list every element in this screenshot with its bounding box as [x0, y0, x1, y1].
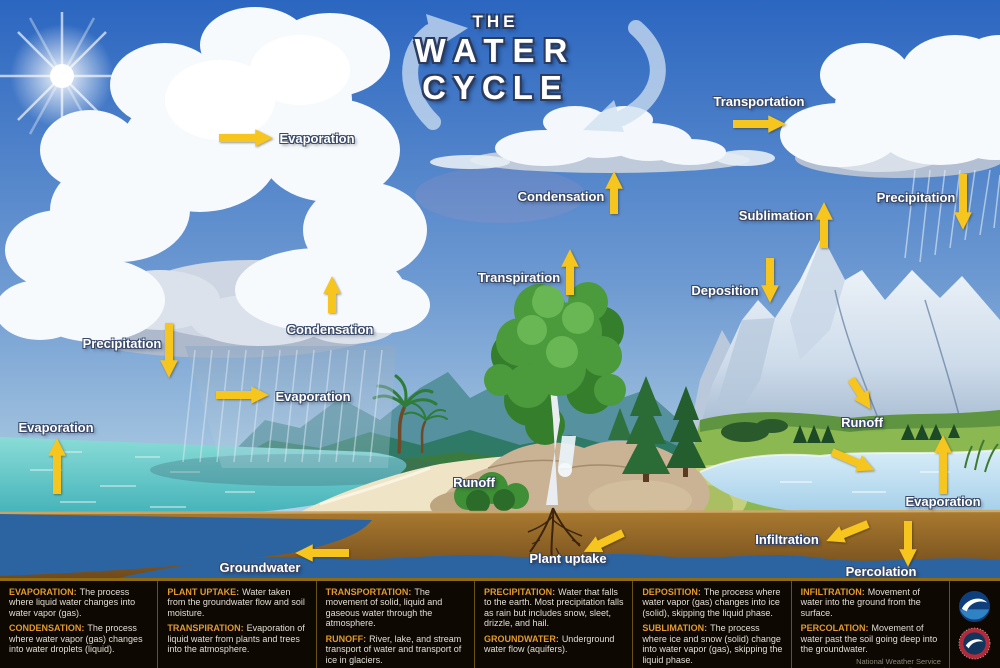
label-condensation-left: Condensation — [286, 322, 374, 337]
legend-column-6: INFILTRATION:Movement of water into the … — [790, 581, 949, 668]
definition-transpiration: TRANSPIRATION:Evaporation of liquid wate… — [167, 623, 305, 655]
label-infiltration: Infiltration — [755, 532, 819, 547]
definition-groundwater: GROUNDWATER:Underground water flow (aqui… — [483, 633, 615, 655]
center-cloud — [430, 106, 775, 173]
rainbow-haze — [415, 167, 585, 223]
label-transportation: Transportation — [713, 94, 805, 109]
label-precipitation-left: Precipitation — [82, 336, 162, 351]
definition-infiltration: INFILTRATION:Movement of water into the … — [800, 587, 921, 618]
agency-logos — [948, 581, 1000, 668]
soil-cross-section — [0, 507, 1000, 578]
label-condensation-center: Condensation — [517, 189, 605, 204]
label-evaporation-mid: Evaporation — [275, 389, 351, 404]
water-cycle-illustration — [0, 0, 1000, 578]
title-line-cycle: CYCLE — [422, 69, 569, 107]
credit-agency: National Weather Service — [856, 656, 941, 666]
definition-deposition: DEPOSITION:The process where water vapor… — [642, 587, 781, 618]
title-line-the: THE — [472, 12, 519, 31]
definition-percolation: PERCOLATION:Movement of water past the s… — [800, 623, 938, 655]
legend-column-5: DEPOSITION:The process where water vapor… — [632, 581, 790, 668]
definition-sublimation: SUBLIMATION:The process where ice and sn… — [642, 623, 783, 665]
label-evaporation-cloud: Evaporation — [279, 131, 355, 146]
sea-underground — [0, 514, 372, 576]
snowy-mountains — [688, 236, 1000, 471]
label-plant-uptake: Plant uptake — [529, 551, 607, 566]
waterfall — [558, 436, 576, 468]
label-evaporation-lake: Evaporation — [905, 494, 981, 509]
label-sublimation: Sublimation — [738, 208, 814, 223]
left-storm-cloud — [0, 7, 430, 358]
label-groundwater: Groundwater — [219, 560, 301, 575]
definition-precipitation: PRECIPITATION:Water that falls to the ea… — [483, 587, 624, 629]
label-precipitation-right: Precipitation — [876, 190, 956, 205]
definition-condensation: CONDENSATION:The process where water vap… — [9, 623, 143, 655]
label-evaporation-ocean: Evaporation — [18, 420, 94, 435]
label-deposition: Deposition — [691, 283, 759, 298]
label-transpiration: Transpiration — [477, 270, 561, 285]
cycle-arrows-icon — [402, 14, 666, 132]
birch-tree — [484, 282, 626, 505]
legend-column-1: EVAPORATION:The process where liquid wat… — [0, 581, 157, 668]
bushes — [454, 472, 529, 514]
right-cloud — [780, 35, 1000, 263]
label-runoff-mountain: Runoff — [841, 415, 883, 430]
credit: National Weather Service www.weather.gov… — [801, 657, 941, 668]
poster-title: THE WATER CYCLE — [393, 12, 598, 107]
title-line-water: WATER — [414, 32, 577, 70]
noaa-logo-icon — [959, 590, 991, 622]
label-percolation: Percolation — [845, 564, 917, 579]
credit-url: www.weather.gov/jetstream — [801, 666, 941, 668]
definition-transportation: TRANSPORTATION:The movement of solid, li… — [325, 587, 443, 629]
definitions-panel: EVAPORATION:The process where liquid wat… — [0, 578, 1000, 668]
legend-column-3: TRANSPORTATION:The movement of solid, li… — [315, 581, 474, 668]
legend-column-4: PRECIPITATION:Water that falls to the ea… — [473, 581, 632, 668]
definition-plant-uptake: PLANT UPTAKE:Water taken from the ground… — [167, 587, 305, 618]
label-runoff-stream: Runoff — [453, 475, 495, 490]
definition-runoff: RUNOFF:River, lake, and stream transport… — [325, 633, 462, 665]
legend-column-2: PLANT UPTAKE:Water taken from the ground… — [157, 581, 315, 668]
nws-logo-icon — [959, 627, 991, 659]
pine-trees — [608, 376, 706, 482]
groundwater-band — [118, 554, 1000, 578]
definition-evaporation: EVAPORATION:The process where liquid wat… — [9, 587, 136, 618]
rain-shaft — [182, 346, 396, 468]
right-rain — [904, 169, 1000, 263]
plant-roots — [527, 507, 583, 561]
